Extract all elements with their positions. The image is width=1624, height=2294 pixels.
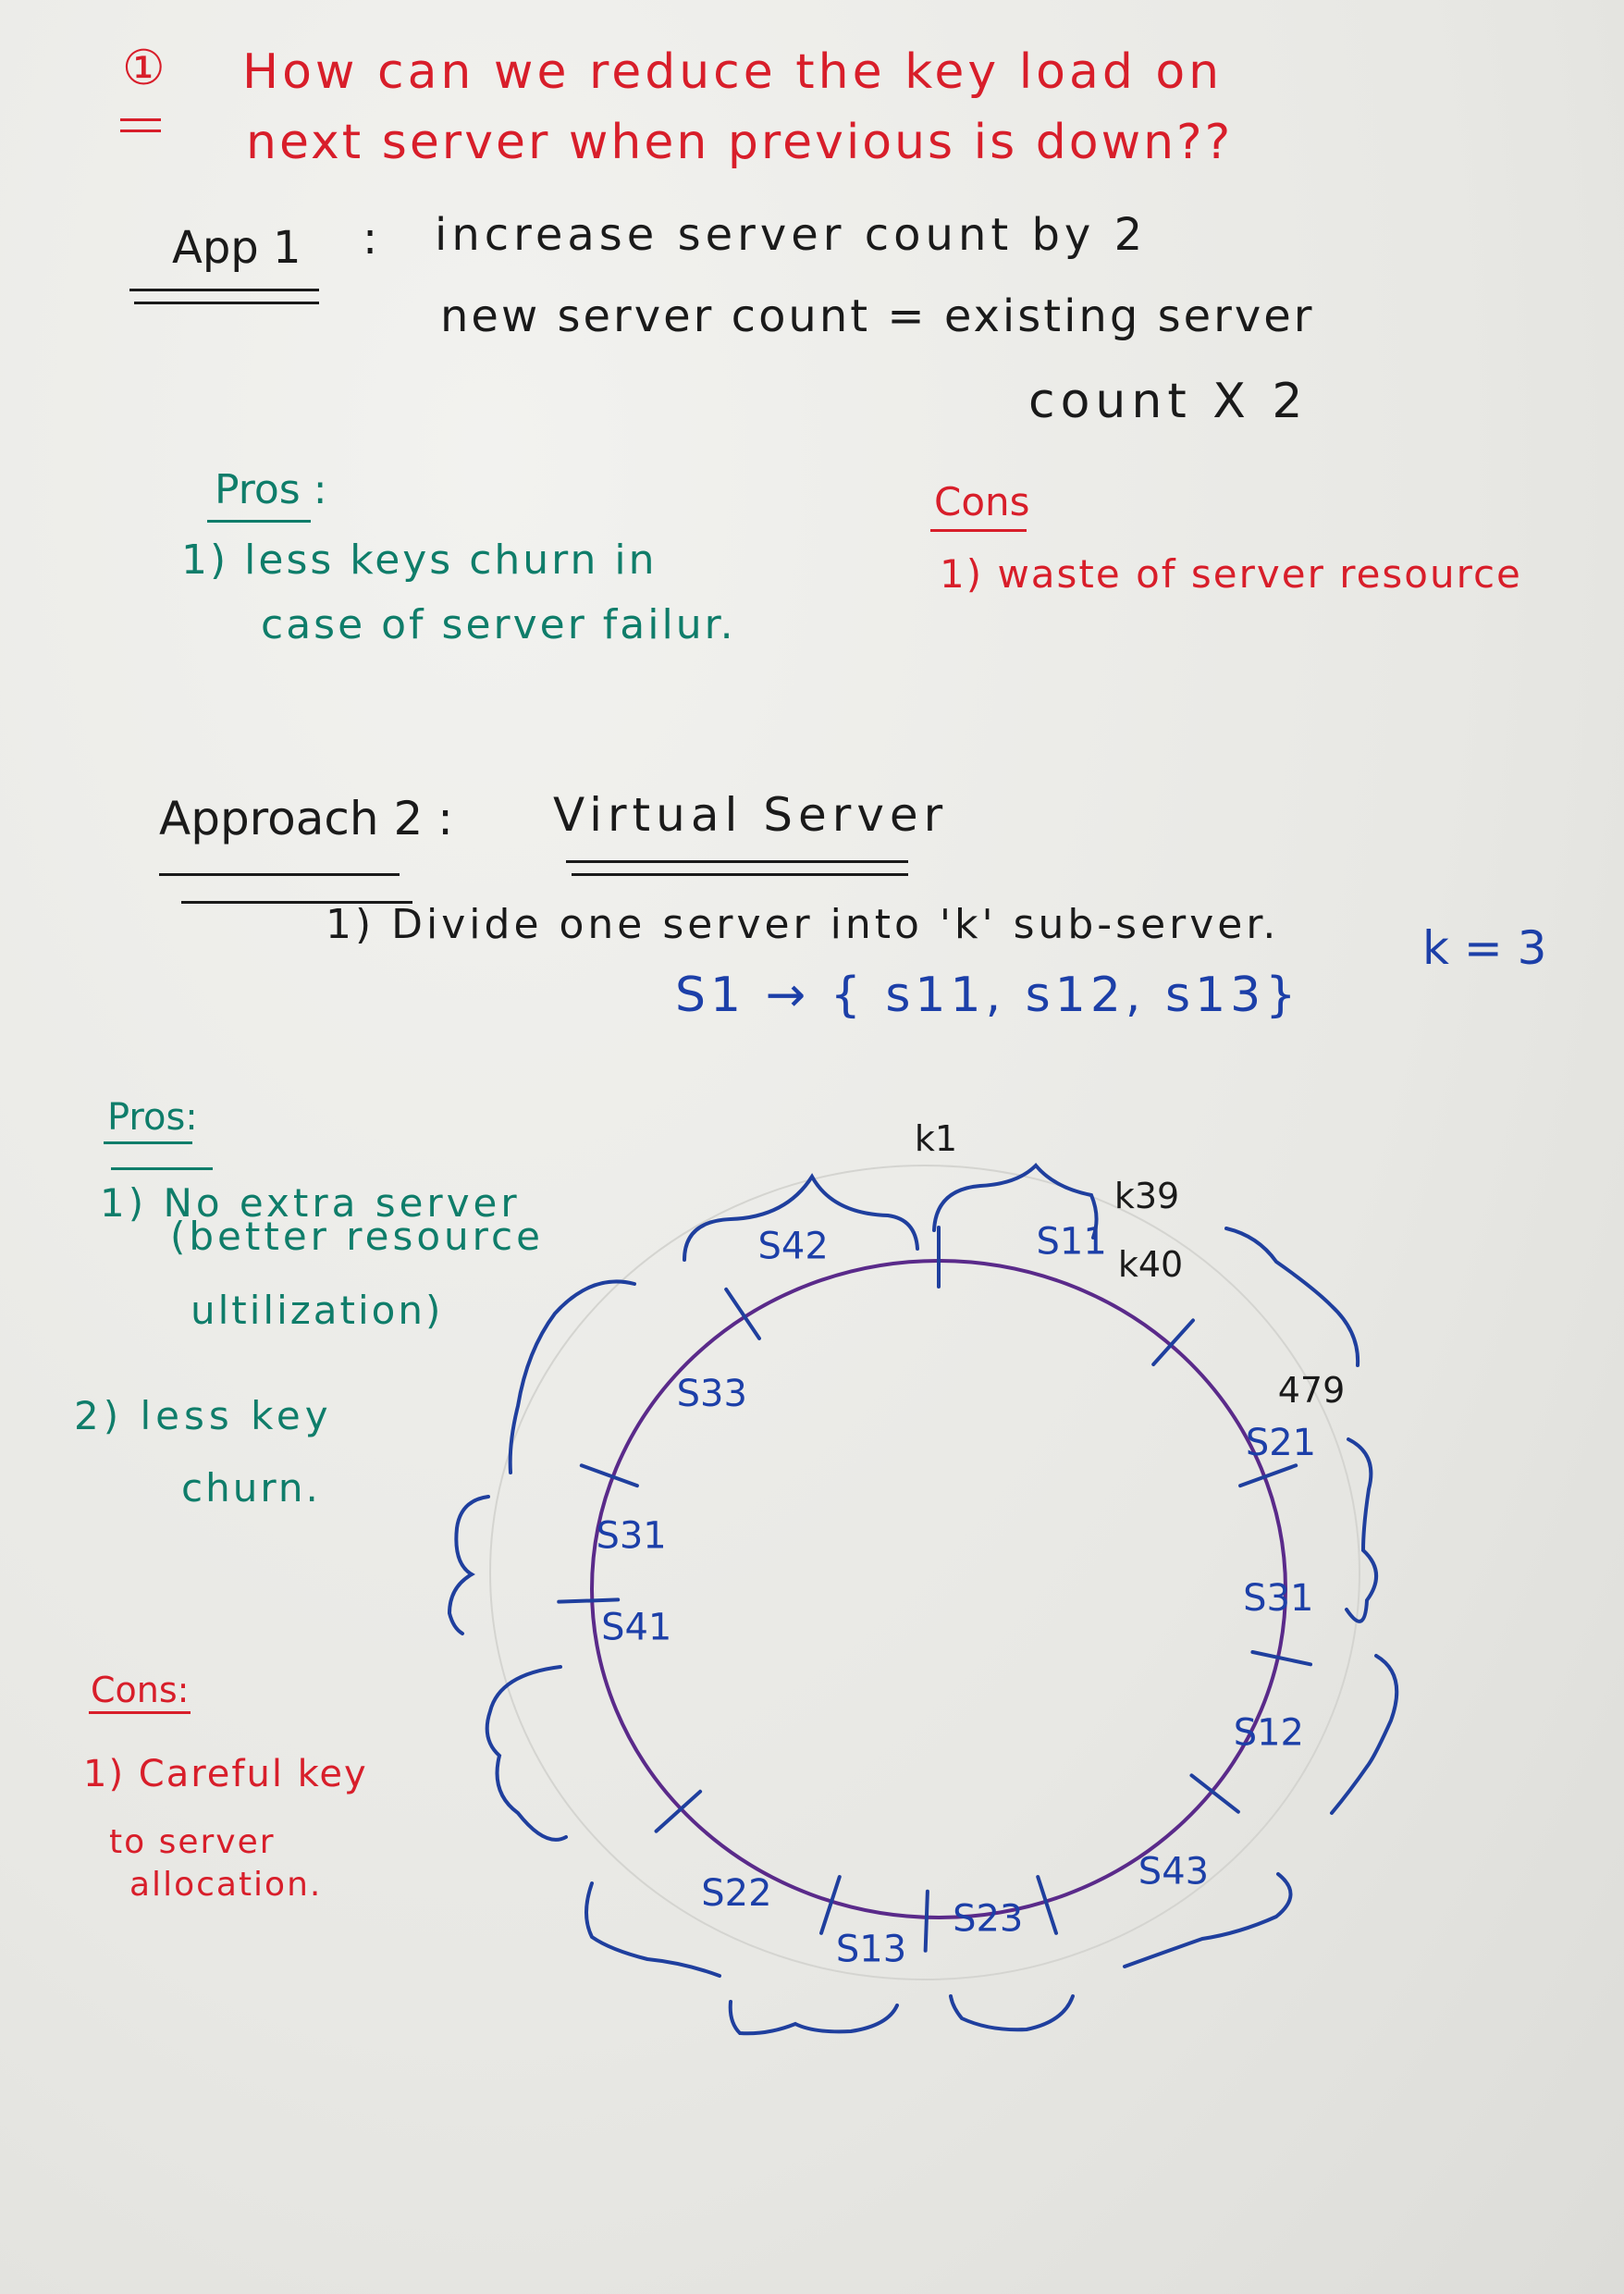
ring-key-label: k1 [915, 1118, 957, 1159]
segment-brace [485, 1665, 568, 1842]
approach1-heading: App 1 [172, 222, 301, 274]
approach2-pros-underline-2 [111, 1167, 213, 1170]
approach2-pros-item2-line-1: 2) less key [74, 1393, 333, 1438]
approach2-pros-item2-line-2: churn. [181, 1465, 321, 1511]
approach2-cons-heading: Cons: [91, 1670, 190, 1710]
ring-segment-label: S12 [1234, 1712, 1304, 1755]
ring-segment-label: S21 [1246, 1422, 1316, 1464]
ring-tick-mark [579, 1463, 639, 1488]
approach2-pros-heading: Pros: [107, 1096, 198, 1139]
ring-key-label: 479 [1278, 1370, 1346, 1411]
segment-brace [1224, 1227, 1360, 1367]
ring-tick-mark [557, 1597, 621, 1604]
approach2-k-value: k = 3 [1422, 921, 1547, 975]
question-marker: ① [122, 41, 166, 96]
approach2-cons-line-1: 1) Careful key [83, 1753, 368, 1795]
approach1-pros-heading: Pros : [215, 466, 327, 513]
approach2-cons-underline [89, 1711, 191, 1714]
ring-tick-mark [1238, 1463, 1298, 1488]
segment-brace [584, 1881, 721, 1978]
ring-key-label: k39 [1114, 1176, 1179, 1216]
ring-segment-label: S33 [677, 1373, 747, 1415]
approach2-mapping: S1 → { s11, s12, s13} [675, 968, 1301, 1023]
ring-segment-label: S22 [701, 1872, 771, 1915]
ring-tick-mark [1250, 1649, 1313, 1667]
ring-tick-mark [1151, 1318, 1196, 1366]
segment-brace [1123, 1872, 1293, 1968]
approach2-pros-item1-line-2: (better resource [170, 1214, 544, 1259]
question-line-2: next server when previous is down?? [246, 115, 1234, 170]
ring-segment-label: S13 [836, 1929, 906, 1971]
ring-tick-mark [724, 1287, 761, 1340]
approach1-colon: : [363, 213, 378, 265]
ring-segment-label: S23 [953, 1898, 1023, 1941]
approach2-line-1: 1) Divide one server into 'k' sub-server… [326, 901, 1280, 948]
approach1-line-3: count X 2 [1028, 374, 1309, 429]
approach1-cons-heading: Cons [934, 479, 1030, 524]
approach2-title: Virtual Server [553, 788, 949, 842]
segment-brace [949, 1994, 1075, 2032]
approach1-pros-underline [207, 520, 311, 523]
segment-brace [932, 1163, 1099, 1240]
approach2-heading-underline-2 [181, 901, 412, 904]
approach1-line-1: increase server count by 2 [435, 209, 1148, 261]
question-line-1: How can we reduce the key load on [242, 44, 1224, 100]
ring-segment-label: S42 [758, 1225, 829, 1267]
approach1-heading-underline [129, 289, 319, 291]
ring-tick-mark [1036, 1874, 1059, 1935]
approach2-pros-item1-line-3: ultilization) [191, 1288, 444, 1333]
segment-brace [1345, 1437, 1379, 1623]
question-marker-underline-2 [120, 130, 161, 132]
segment-brace [508, 1279, 636, 1474]
ring-tick-mark [654, 1789, 703, 1833]
approach2-heading: Approach 2 : [159, 792, 453, 845]
segment-brace [447, 1495, 490, 1635]
approach2-pros-underline [104, 1141, 192, 1144]
approach2-heading-underline [159, 873, 400, 876]
approach1-cons-line-1: 1) waste of server resource [940, 551, 1522, 597]
approach2-title-underline [566, 860, 908, 863]
ring-tick-mark [818, 1874, 842, 1935]
segment-brace [1330, 1654, 1399, 1815]
approach1-pros-line-1: 1) less keys churn in [181, 536, 658, 584]
ring-segment-label: S41 [601, 1606, 671, 1648]
ring-segment-label: S31 [1243, 1577, 1313, 1620]
ring-key-label: k40 [1118, 1244, 1183, 1285]
approach2-pros-item1-line-1: 1) No extra server [100, 1180, 521, 1226]
faint-pencil-circle [489, 1165, 1360, 1980]
ring-segment-label: S43 [1138, 1851, 1209, 1893]
hash-ring [590, 1259, 1287, 1919]
approach1-cons-underline [930, 529, 1027, 532]
ring-tick-mark [923, 1889, 929, 1953]
approach1-line-2: new server count = existing server [440, 290, 1315, 342]
question-marker-underline [120, 118, 161, 121]
approach1-heading-underline-2 [134, 302, 319, 304]
segment-brace [683, 1173, 919, 1262]
approach2-cons-line-3: allocation. [129, 1866, 323, 1904]
approach2-title-underline-2 [572, 873, 908, 876]
ring-tick-mark [1189, 1773, 1240, 1814]
segment-brace [728, 2000, 899, 2036]
approach1-pros-line-2: case of server failur. [261, 601, 736, 648]
approach2-cons-line-2: to server [109, 1823, 276, 1861]
ring-segment-label: S31 [596, 1515, 666, 1558]
